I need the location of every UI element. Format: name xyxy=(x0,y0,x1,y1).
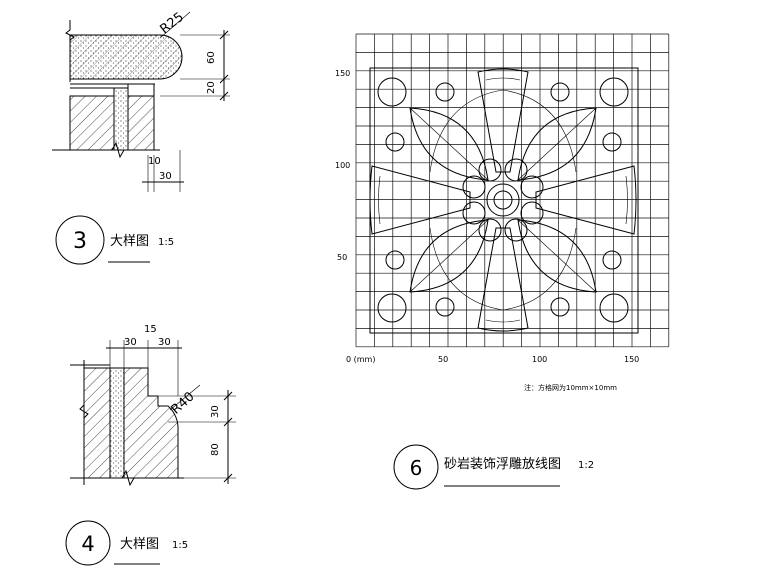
moulding-stone-4 xyxy=(123,367,179,479)
side-circle-4 xyxy=(602,132,622,152)
detail-3-label xyxy=(55,215,150,265)
side-circle-2 xyxy=(550,82,570,102)
wall-3 xyxy=(69,95,115,151)
dim-80-4: 80 xyxy=(210,443,221,456)
center-inner xyxy=(493,190,513,210)
dim-30a-4: 30 xyxy=(124,337,137,348)
x-tick-0: 0 (mm) xyxy=(346,355,375,364)
detail-4-section xyxy=(70,340,236,487)
dim-20-3: 20 xyxy=(206,81,217,94)
dim-60-3: 60 xyxy=(206,51,217,64)
ring-circle-3 xyxy=(462,175,486,199)
wall-core-3 xyxy=(113,87,129,151)
coping-hatch-3 xyxy=(70,35,182,79)
corner-circle-tr xyxy=(599,77,629,107)
wedge-right xyxy=(535,165,637,235)
detail-6-scale: 1:2 xyxy=(578,460,594,471)
wedge-bottom xyxy=(477,227,529,332)
detail-4-title: 大样图 xyxy=(120,537,159,552)
dim-30b-4: 30 xyxy=(158,337,171,348)
ring-circle-8 xyxy=(504,218,528,242)
center-circle xyxy=(486,183,520,217)
detail-4-scale: 1:5 xyxy=(172,540,188,551)
detail-6-number: 6 xyxy=(410,456,423,480)
y-tick-150: 150 xyxy=(335,69,350,78)
dim-r25-3: R25 xyxy=(157,10,186,38)
break-line-bottom-4 xyxy=(70,469,184,487)
detail-6-bubble xyxy=(393,444,439,490)
detail-4-bubble xyxy=(65,520,111,566)
grid-note: 注：方格网为10mm×10mm xyxy=(524,383,617,392)
wall-core-4 xyxy=(109,367,125,479)
detail-3-bubble xyxy=(55,215,105,265)
side-circle-5 xyxy=(385,250,405,270)
x-tick-100: 100 xyxy=(532,355,547,364)
side-circle-8 xyxy=(550,297,570,317)
ring-circle-7 xyxy=(478,218,502,242)
y-tick-50: 50 xyxy=(337,253,347,262)
x-tick-150: 150 xyxy=(624,355,639,364)
wedge-top xyxy=(477,68,529,173)
break-line-bottom-3 xyxy=(52,141,160,159)
wall-4 xyxy=(83,367,111,479)
detail-3-scale: 1:5 xyxy=(158,237,174,248)
ring-circle-2 xyxy=(504,158,528,182)
ring-circle-6 xyxy=(520,201,544,225)
dim-10-3: 10 xyxy=(148,156,161,167)
x-tick-50: 50 xyxy=(438,355,448,364)
step-block-3 xyxy=(127,83,155,97)
break-line-left-4 xyxy=(79,360,89,485)
dim-30v-4: 30 xyxy=(210,405,221,418)
break-line-top-3 xyxy=(65,20,75,82)
leaf-arc-top xyxy=(429,89,577,173)
wedge-left xyxy=(369,165,471,235)
layout-grid xyxy=(355,33,670,348)
relief-pattern xyxy=(369,67,639,334)
y-tick-100: 100 xyxy=(335,161,350,170)
detail-3-number: 3 xyxy=(73,229,87,254)
detail-6-title: 砂岩装饰浮雕放线图 xyxy=(444,457,561,472)
side-circle-6 xyxy=(602,250,622,270)
ring-circle-5 xyxy=(462,201,486,225)
detail-3-title: 大样图 xyxy=(110,234,149,249)
wall-face-3 xyxy=(127,95,155,151)
side-circle-3 xyxy=(385,132,405,152)
dim-15-4: 15 xyxy=(144,324,157,335)
leaf-arc-bottom xyxy=(429,227,577,311)
dim-30-3: 30 xyxy=(159,171,172,182)
corner-circle-br xyxy=(599,293,629,323)
corner-circle-bl xyxy=(377,293,407,323)
detail-4-label xyxy=(65,520,160,566)
ring-circle-4 xyxy=(520,175,544,199)
detail-6-label xyxy=(393,444,560,490)
corner-circle-tl xyxy=(377,77,407,107)
side-circle-7 xyxy=(435,297,455,317)
detail-3-section xyxy=(52,11,230,192)
side-circle-1 xyxy=(435,82,455,102)
detail-4-number: 4 xyxy=(81,532,94,556)
ring-circle-1 xyxy=(478,158,502,182)
